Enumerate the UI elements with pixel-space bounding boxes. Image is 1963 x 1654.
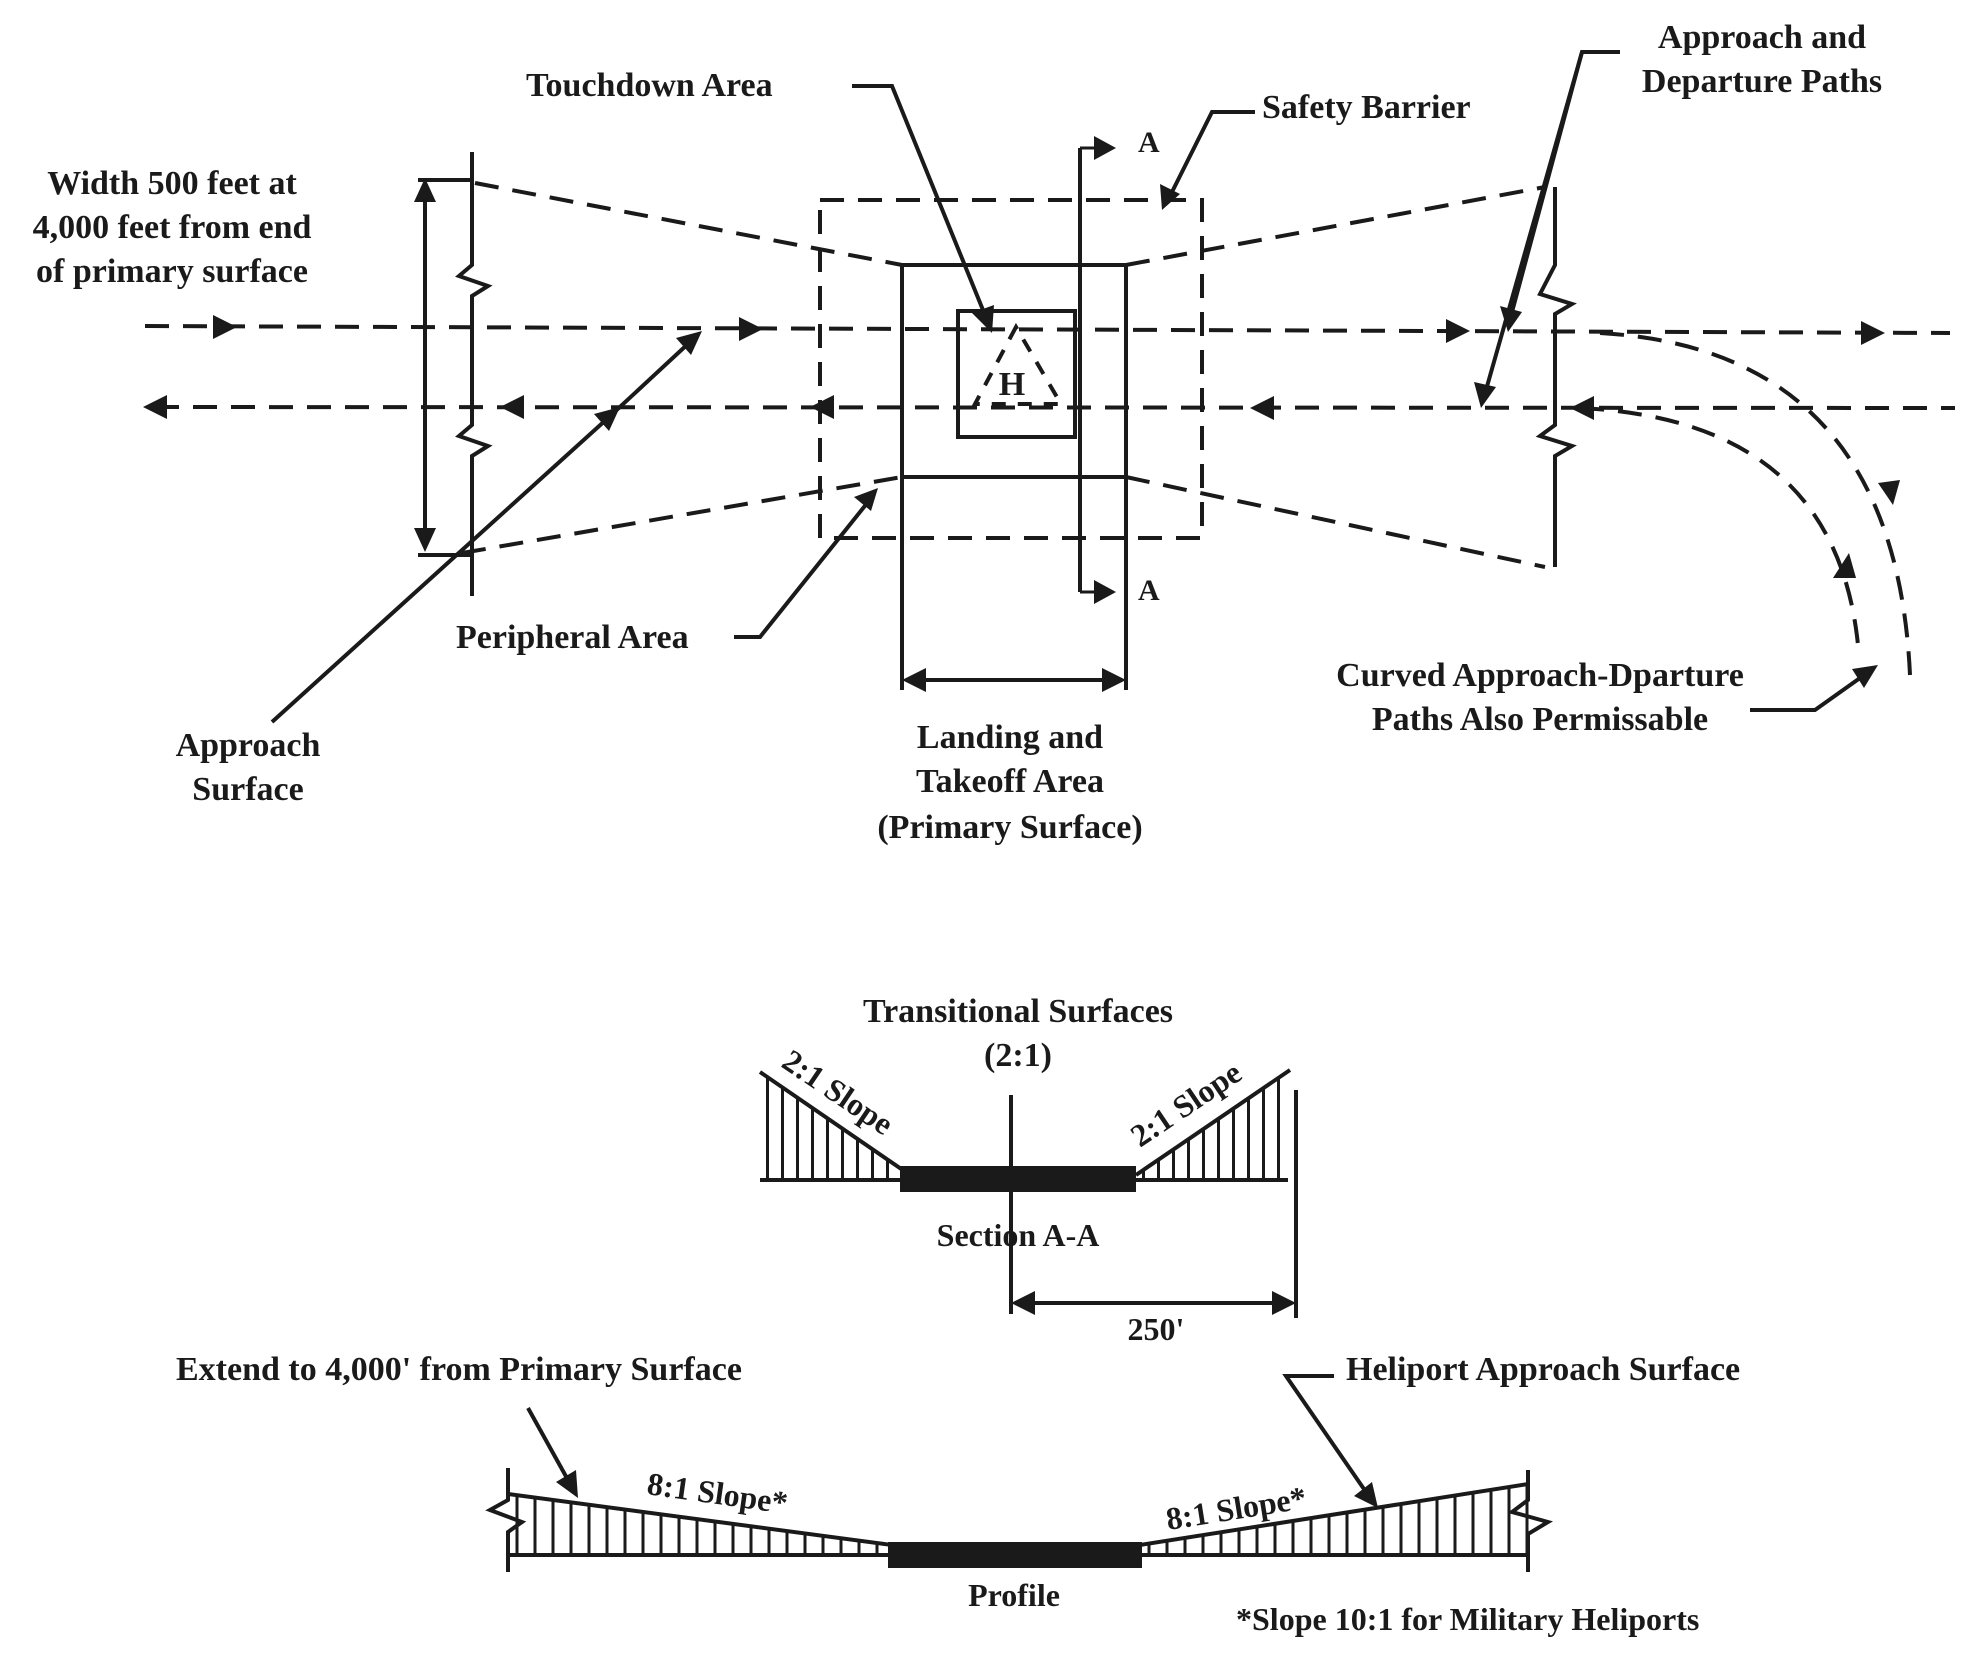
extend-note: Extend to 4,000' from Primary Surface bbox=[176, 1351, 742, 1388]
transitional-surfaces-ratio: (2:1) bbox=[984, 1037, 1052, 1074]
profile-primary-surface-block bbox=[888, 1542, 1142, 1568]
departure-path-lower-arrow-4 bbox=[1250, 396, 1274, 420]
curved-paths-leader-arrow bbox=[1852, 665, 1878, 688]
curved-paths-label-line2: Paths Also Permissable bbox=[1372, 701, 1708, 738]
curved-paths-leader bbox=[1750, 676, 1862, 712]
helipad-letter: H bbox=[999, 366, 1025, 403]
paths-leader bbox=[1510, 50, 1620, 313]
safety-barrier-label: Safety Barrier bbox=[1262, 89, 1471, 126]
paths-leader-arrow-lower bbox=[1474, 382, 1496, 408]
approach-surface-leader-arrow-2 bbox=[676, 331, 702, 355]
profile-label: Profile bbox=[968, 1577, 1060, 1613]
width-note-line2: 4,000 feet from end bbox=[33, 209, 312, 246]
approach-surface-label-line1: Approach bbox=[176, 727, 321, 764]
transitional-surfaces-title: Transitional Surfaces bbox=[863, 993, 1173, 1030]
plan-view: H bbox=[33, 19, 1956, 846]
approach-path-upper-arrow-1 bbox=[213, 315, 237, 339]
touchdown-area-square bbox=[956, 309, 1077, 439]
curved-path-inner-arrow bbox=[1833, 553, 1856, 578]
profile-right-break bbox=[1507, 1470, 1554, 1572]
landing-area-label-line1: Landing and bbox=[917, 719, 1103, 756]
right-approach-surface-top-edge bbox=[1125, 185, 1546, 267]
touchdown-leader bbox=[852, 84, 987, 316]
peripheral-area-leader-arrow bbox=[854, 488, 878, 511]
approach-surface-leader bbox=[270, 416, 610, 724]
curved-paths-label-line1: Curved Approach-Dparture bbox=[1336, 657, 1744, 694]
curved-path-outer bbox=[1599, 331, 1912, 676]
touchdown-area-label: Touchdown Area bbox=[526, 67, 773, 104]
profile-left-break bbox=[485, 1468, 527, 1572]
landing-area-dim-arrow-right bbox=[1102, 668, 1126, 692]
departure-path-lower-arrow-2 bbox=[500, 395, 524, 419]
safety-barrier-leader bbox=[1168, 110, 1255, 197]
section-slope-hatching bbox=[766, 1077, 1280, 1180]
extend-note-leader bbox=[526, 1407, 570, 1481]
landing-area-dim-arrow-left bbox=[902, 668, 926, 692]
curved-path-inner bbox=[1579, 406, 1860, 646]
approach-surface-label-line2: Surface bbox=[192, 771, 303, 808]
approach-surface-leader-branch bbox=[606, 340, 692, 420]
approach-path-upper-arrow-3 bbox=[1446, 319, 1470, 343]
departure-path-lower-arrow-1 bbox=[143, 395, 167, 419]
primary-surface-outline bbox=[900, 263, 1128, 479]
heliport-approach-label: Heliport Approach Surface bbox=[1346, 1351, 1740, 1388]
departure-path-lower-arrow-3 bbox=[810, 395, 834, 419]
section-dimension-label: 250' bbox=[1128, 1311, 1185, 1347]
approach-departure-label-line1: Approach and bbox=[1658, 19, 1866, 56]
safety-barrier-leader-arrow bbox=[1160, 184, 1180, 210]
section-a-a: Transitional Surfaces (2:1) 2:1 Slope 2:… bbox=[758, 993, 1298, 1347]
approach-path-upper bbox=[144, 324, 1951, 335]
section-cut-arrow-top bbox=[1094, 136, 1116, 160]
section-primary-surface-block bbox=[900, 1166, 1136, 1192]
right-end-line-with-break bbox=[1535, 187, 1577, 567]
section-left-slope bbox=[758, 1070, 912, 1177]
width-note-line1: Width 500 feet at bbox=[47, 165, 297, 202]
touchdown-leader-arrow bbox=[972, 305, 994, 333]
approach-path-upper-arrow-2 bbox=[739, 317, 763, 341]
section-label: Section A-A bbox=[937, 1217, 1100, 1253]
width-note-line3: of primary surface bbox=[36, 253, 308, 290]
peripheral-area-leader bbox=[734, 500, 870, 639]
width-dimension-arrowhead-top bbox=[414, 178, 436, 202]
section-cut-arrow-bottom bbox=[1094, 580, 1116, 604]
profile-right-slope bbox=[1139, 1482, 1529, 1547]
heliport-approach-leader bbox=[1282, 1374, 1368, 1494]
approach-departure-label-line2: Departure Paths bbox=[1642, 63, 1882, 100]
section-mark-bottom: A bbox=[1138, 574, 1160, 607]
safety-barrier-outline bbox=[818, 198, 1204, 540]
landing-area-label-line3: (Primary Surface) bbox=[877, 809, 1142, 846]
landing-area-label-line2: Takeoff Area bbox=[916, 763, 1104, 800]
departure-path-lower bbox=[154, 405, 1956, 410]
section-dim-arrow-left bbox=[1011, 1291, 1035, 1315]
profile: Extend to 4,000' from Primary Surface He… bbox=[176, 1351, 1740, 1637]
military-footnote: *Slope 10:1 for Military Heliports bbox=[1236, 1601, 1699, 1637]
approach-path-upper-arrow-4 bbox=[1861, 321, 1885, 345]
heliport-approach-leader-arrow bbox=[1354, 1482, 1378, 1508]
left-approach-surface-top-edge bbox=[474, 181, 903, 267]
section-right-slope bbox=[1134, 1068, 1292, 1177]
extend-note-leader-arrow bbox=[556, 1470, 578, 1498]
peripheral-area-label: Peripheral Area bbox=[456, 619, 689, 656]
paths-leader-branch bbox=[1484, 51, 1584, 391]
left-end-line-with-break bbox=[455, 152, 493, 596]
section-mark-top: A bbox=[1138, 126, 1160, 159]
section-dim-arrow-right bbox=[1272, 1291, 1296, 1315]
touchdown-triangle-marker bbox=[971, 322, 1065, 406]
curved-path-outer-arrow bbox=[1878, 480, 1900, 505]
width-dimension-arrowhead-bottom bbox=[414, 528, 436, 552]
right-approach-surface-bottom-edge bbox=[1125, 475, 1546, 569]
paths-leader-arrow-upper bbox=[1500, 306, 1522, 332]
profile-left-slope-label: 8:1 Slope* bbox=[645, 1465, 790, 1520]
